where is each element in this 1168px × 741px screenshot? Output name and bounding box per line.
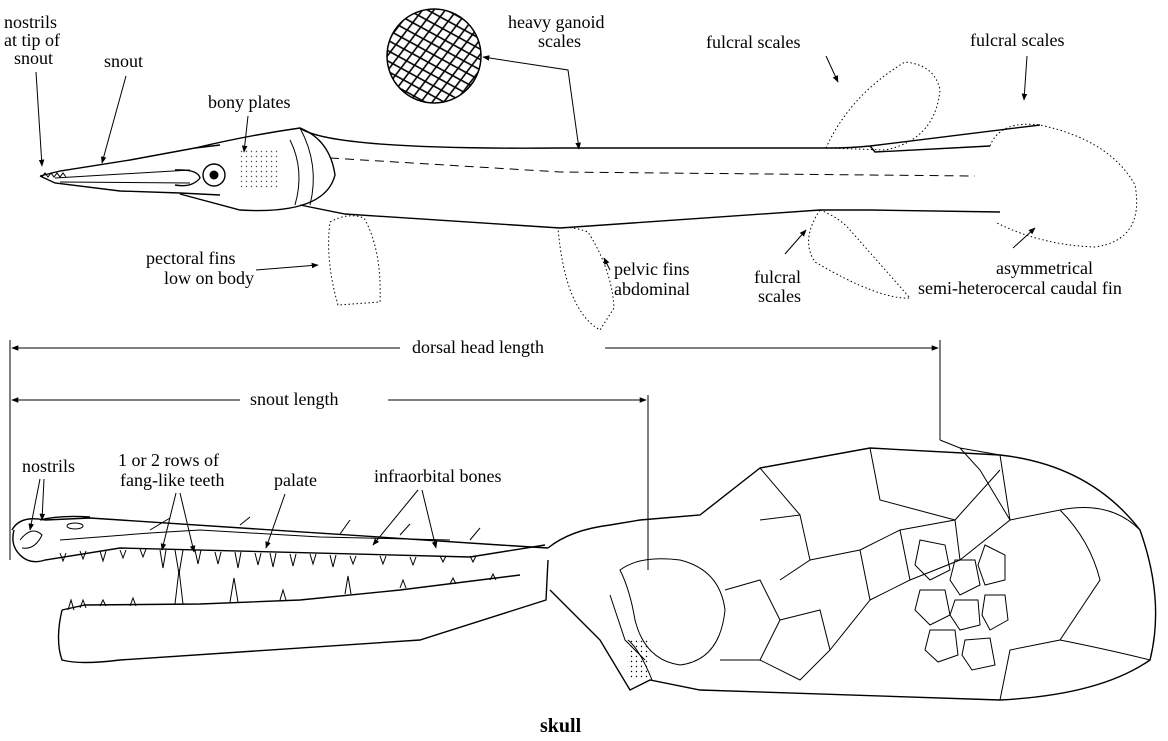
upper-jaw-top: [12, 518, 548, 548]
preoperculum-edge: [290, 140, 299, 205]
body-dorsal-outline: [300, 125, 1040, 148]
ganoid-scale-inset: [387, 9, 481, 103]
label-fulcral-caudal: fulcral scales: [970, 30, 1064, 50]
anal-fin: [809, 210, 910, 298]
operculum-edge: [300, 128, 313, 205]
jaw-line: [55, 170, 190, 183]
skull-labels: nostrils 1 or 2 rows of fang-like teeth …: [22, 450, 582, 737]
snout-lower-outline: [40, 176, 220, 195]
arrow-nostrils-b: [42, 479, 44, 520]
opercle-sutures: [1060, 508, 1150, 661]
label-snout: snout: [104, 51, 143, 71]
label-caudal-line2: semi-heterocercal caudal fin: [918, 278, 1122, 298]
palate-line: [60, 530, 450, 540]
label-infraorbital: infraorbital bones: [374, 466, 501, 486]
arrow-fulcral-caudal: [1024, 56, 1027, 100]
label-caudal-line1: asymmetrical: [996, 258, 1093, 278]
arrow-pelvic: [604, 258, 610, 270]
label-fulcral-ventral-line2: scales: [758, 286, 801, 306]
arrow-fulcral-dorsal: [826, 56, 838, 82]
label-nostrils-tip-line1: nostrils: [4, 12, 57, 32]
arrow-bony-plates: [244, 116, 248, 152]
label-pelvic-line1: pelvic fins: [614, 259, 689, 279]
cheek-mosaic: [915, 540, 1008, 670]
pelvic-fin: [558, 228, 614, 331]
caption-skull: skull: [540, 715, 582, 737]
nostril-outline: [20, 531, 42, 548]
label-teeth-line1: 1 or 2 rows of: [118, 450, 219, 470]
arrow-fulcral-ventral: [785, 230, 806, 254]
label-nostrils: nostrils: [22, 456, 75, 476]
label-bony-plates: bony plates: [208, 92, 291, 112]
arrow-nostrils-a: [30, 479, 40, 530]
arrow-pectoral: [256, 265, 318, 270]
label-ganoid-line1: heavy ganoid: [508, 12, 604, 32]
body-ventral-outline: [300, 205, 1000, 228]
label-teeth-line2: fang-like teeth: [120, 470, 224, 490]
bony-plates-texture: [240, 150, 280, 190]
upper-teeth: [60, 549, 476, 574]
label-pectoral-line1: pectoral fins: [146, 248, 235, 268]
anterior-naris: [67, 523, 83, 529]
label-fulcral-dorsal: fulcral scales: [706, 32, 800, 52]
label-pectoral-line2: low on body: [164, 268, 254, 288]
label-ganoid-line2: scales: [538, 31, 581, 51]
lateral-line: [330, 158, 975, 176]
label-palate: palate: [274, 470, 317, 490]
arrow-ganoid-scales: [483, 57, 579, 149]
arrow-infraorbital-a: [373, 490, 418, 545]
pectoral-fin: [329, 216, 381, 305]
arrow-teeth-b: [180, 493, 194, 552]
label-nostrils-tip-line3: snout: [14, 48, 53, 68]
label-nostrils-tip-line2: at tip of: [4, 30, 60, 50]
label-fulcral-ventral-line1: fulcral: [754, 267, 801, 287]
eye-pupil: [210, 171, 219, 180]
caudal-fin: [990, 124, 1137, 247]
arrow-nostrils-tip: [36, 72, 42, 166]
arrow-snout: [102, 76, 126, 163]
label-snout-length: snout length: [250, 389, 339, 409]
stippled-bone: [627, 640, 651, 680]
arrow-palate: [266, 494, 285, 548]
dorsal-fin: [826, 62, 940, 150]
lower-jaw-outline: [59, 560, 549, 663]
label-pelvic-line2: abdominal: [614, 279, 690, 299]
cheek-plates: [720, 448, 1100, 700]
label-dorsal-head-length: dorsal head length: [412, 337, 544, 357]
fish-labels: nostrils at tip of snout snout bony plat…: [4, 12, 1122, 306]
